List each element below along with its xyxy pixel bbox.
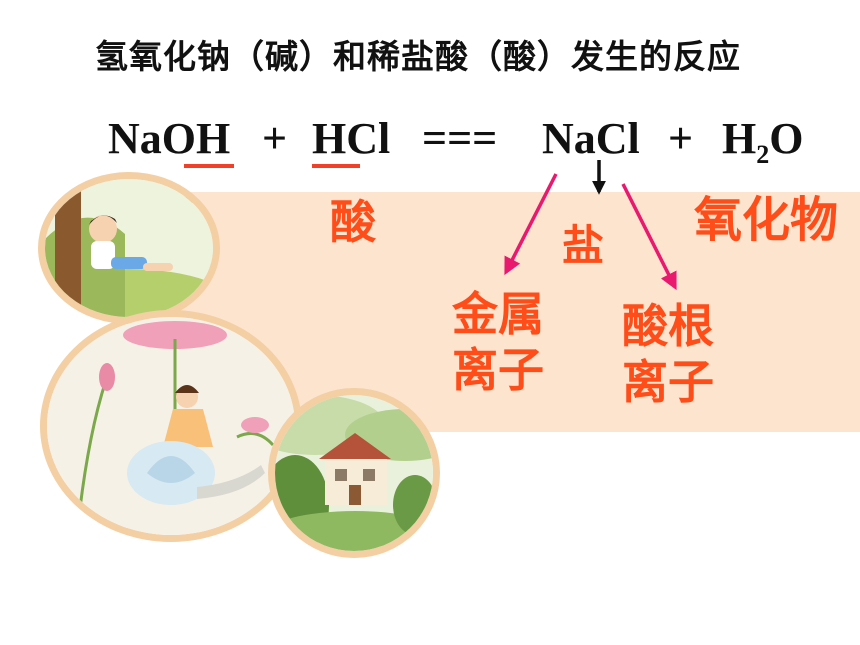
acid-radical-line-2: 离子: [622, 355, 714, 409]
salt-label: 盐: [562, 221, 605, 270]
page-title: 氢氧化钠（碱）和稀盐酸（酸）发生的反应: [95, 37, 741, 76]
oh-underline: [184, 164, 234, 168]
arrow-to-acid-radical: [621, 183, 677, 291]
acid-radical-line-1: 酸根: [622, 299, 714, 353]
formula-hcl: HCl: [312, 114, 391, 163]
h2o-o: O: [769, 114, 804, 163]
girl-snail-illustration: [40, 310, 302, 542]
h2o-subscript: 2: [756, 139, 770, 169]
boy-scene-image: [45, 179, 213, 317]
boy-illustration: [38, 172, 220, 324]
equals-sign: ===: [422, 114, 498, 163]
formula-h2o: H2O: [722, 112, 804, 169]
girl-snail-scene-image: [47, 317, 295, 535]
arrow-to-metal-ion: [504, 173, 558, 276]
house-scene-image: [275, 395, 433, 551]
oxide-label: 氧化物: [694, 192, 839, 248]
formula-nacl: NaCl: [542, 114, 640, 163]
acid-radical-ion-label: 酸根 离子: [622, 298, 714, 410]
metal-ion-label: 金属 离子: [452, 286, 544, 398]
plus-sign: +: [262, 114, 288, 163]
house-illustration: [268, 388, 440, 558]
acid-label: 酸: [330, 195, 376, 249]
formula-naoh: NaOH: [108, 114, 231, 163]
metal-ion-line-2: 离子: [452, 343, 544, 397]
h-underline: [312, 164, 360, 168]
metal-ion-line-1: 金属: [452, 287, 544, 341]
plus-sign: +: [668, 114, 694, 163]
h2o-h: H: [722, 114, 757, 163]
